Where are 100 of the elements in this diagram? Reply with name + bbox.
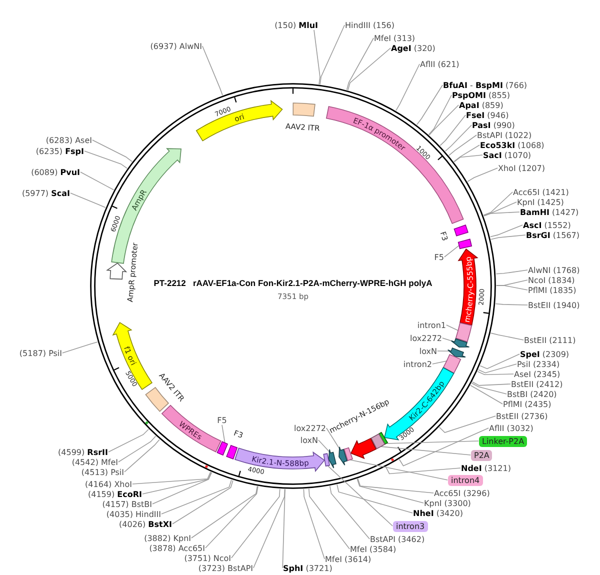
cut-site-label: Acc65I (3296): [434, 488, 490, 498]
cut-site-label: NcoI (1834): [528, 276, 575, 284]
leader-line: [172, 480, 234, 524]
leader-line: [357, 478, 434, 494]
leader-line: [161, 479, 232, 514]
leader-line: [385, 466, 461, 474]
feature-label: loxN: [419, 346, 437, 356]
cut-site-label: ApaI (859): [459, 100, 504, 110]
leader-line: [440, 114, 466, 146]
cut-site-label: (6283) AseI: [46, 136, 92, 144]
cut-site-label: (6235) FspI: [36, 146, 84, 156]
cut-site-label: BsrGI (1567): [526, 230, 580, 240]
leader-line: [478, 364, 517, 374]
cut-site-label: PspOMI (855): [452, 90, 510, 100]
cut-site-label: (6089) PvuI: [31, 168, 80, 176]
cut-site-label: BstEII (2736): [496, 412, 548, 420]
leader-line: [336, 484, 413, 514]
cut-site-label: (3751) NcoI: [184, 554, 231, 562]
cut-site-label: AflII (621): [420, 60, 460, 68]
cut-site-label: MfeI (313): [374, 34, 416, 42]
cut-site-label: AseI (2345): [514, 370, 560, 378]
cut-site-label: (150) MluI: [274, 20, 318, 30]
cut-site-label: (4599) RsrII: [58, 448, 108, 456]
cut-site-label: (3878) Acc65I: [149, 544, 205, 552]
feature-band: [323, 453, 330, 466]
cut-site-label: (3723) BstAPI: [198, 564, 253, 572]
leader-line: [253, 488, 286, 568]
cut-site-label: (4026) BstXI: [119, 520, 172, 528]
leader-line: [448, 134, 477, 156]
feature-tag: intron4: [448, 474, 483, 486]
feature-tag: Linker-P2A: [479, 436, 528, 446]
leader-line: [202, 46, 223, 96]
pointed-feature-band: [450, 338, 470, 348]
feature-band: [344, 447, 353, 462]
leader-line: [92, 140, 132, 162]
leader-line: [398, 428, 489, 466]
leader-line: [320, 24, 345, 85]
leader-line: [490, 224, 523, 238]
leader-line: [490, 332, 524, 340]
cut-site-label: AscI (1552): [523, 220, 571, 230]
leader-line: [142, 472, 212, 494]
leader-line: [327, 465, 393, 526]
feature-tag: P2A: [471, 450, 492, 460]
feature-band: [216, 441, 228, 456]
leader-line: [454, 144, 480, 162]
pointed-feature-band: [328, 397, 391, 459]
leader-line: [346, 38, 374, 90]
cut-site-label: SpeI (2309): [520, 350, 570, 358]
leader-line: [80, 172, 114, 190]
leader-line: [454, 154, 483, 162]
leader-line: [496, 285, 528, 290]
leader-line: [444, 245, 460, 258]
leader-line: [303, 488, 325, 560]
leader-line: [380, 446, 471, 456]
leader-line: [282, 488, 286, 568]
leader-line: [444, 124, 472, 152]
cut-site-label: Acc65I (1421): [513, 188, 569, 196]
cut-site-label: SphI (3721): [283, 564, 332, 572]
cut-site-label: PsiI (2334): [517, 360, 560, 368]
leader-line: [70, 192, 106, 208]
cut-site-label: PflMI (2435): [503, 400, 552, 408]
leader-line: [470, 385, 503, 404]
cut-site-label: AflII (3032): [489, 424, 534, 432]
leader-line: [222, 424, 226, 444]
leader-line: [496, 270, 528, 274]
cut-site-label: KpnI (3300): [424, 498, 471, 508]
cut-site-label: NdeI (3121): [461, 464, 511, 472]
cut-site-label: BstBI (2420): [507, 390, 557, 398]
leader-line: [428, 94, 452, 135]
cut-site-label: XhoI (1207): [498, 164, 545, 172]
leader-line: [446, 324, 458, 331]
cut-site-label: (3882) KpnI: [144, 534, 191, 542]
map-title: PT-2212 rAAV-EF1a-Con Fon-Kir2.1-P2A-mCherry-WPRE-hGH polyA: [154, 278, 432, 288]
cut-site-label: AlwNI (1768): [528, 266, 580, 274]
pointed-feature-band: [458, 248, 478, 326]
feature-label: intron2: [403, 360, 432, 368]
pointed-feature-band: [112, 322, 152, 390]
cut-site-label: (4164) XhoI: [85, 480, 132, 488]
leader-line: [483, 202, 517, 216]
leader-line: [118, 436, 156, 462]
pointed-feature-band: [106, 242, 140, 302]
leader-line: [396, 64, 420, 111]
leader-line: [416, 84, 443, 126]
cut-site-label: HindIII (156): [345, 20, 395, 30]
feature-band: [285, 102, 320, 133]
cut-site-label: BstAPI (1022): [477, 130, 532, 140]
leader-line: [84, 150, 128, 169]
leader-line: [467, 168, 498, 182]
leader-line: [62, 342, 98, 354]
leader-line: [205, 486, 258, 548]
leader-line: [428, 104, 459, 136]
cut-site-label: PasI (990): [472, 120, 515, 130]
cut-site-label: (4157) BstBI: [102, 500, 152, 508]
leader-line: [330, 486, 370, 540]
feature-label: loxN: [300, 436, 318, 444]
cut-site-label: BstEII (2412): [511, 380, 563, 388]
pointed-feature-band: [196, 100, 283, 142]
feature-tag: intron3: [393, 520, 428, 532]
feature-band: [458, 238, 472, 250]
leader-line: [472, 381, 511, 386]
